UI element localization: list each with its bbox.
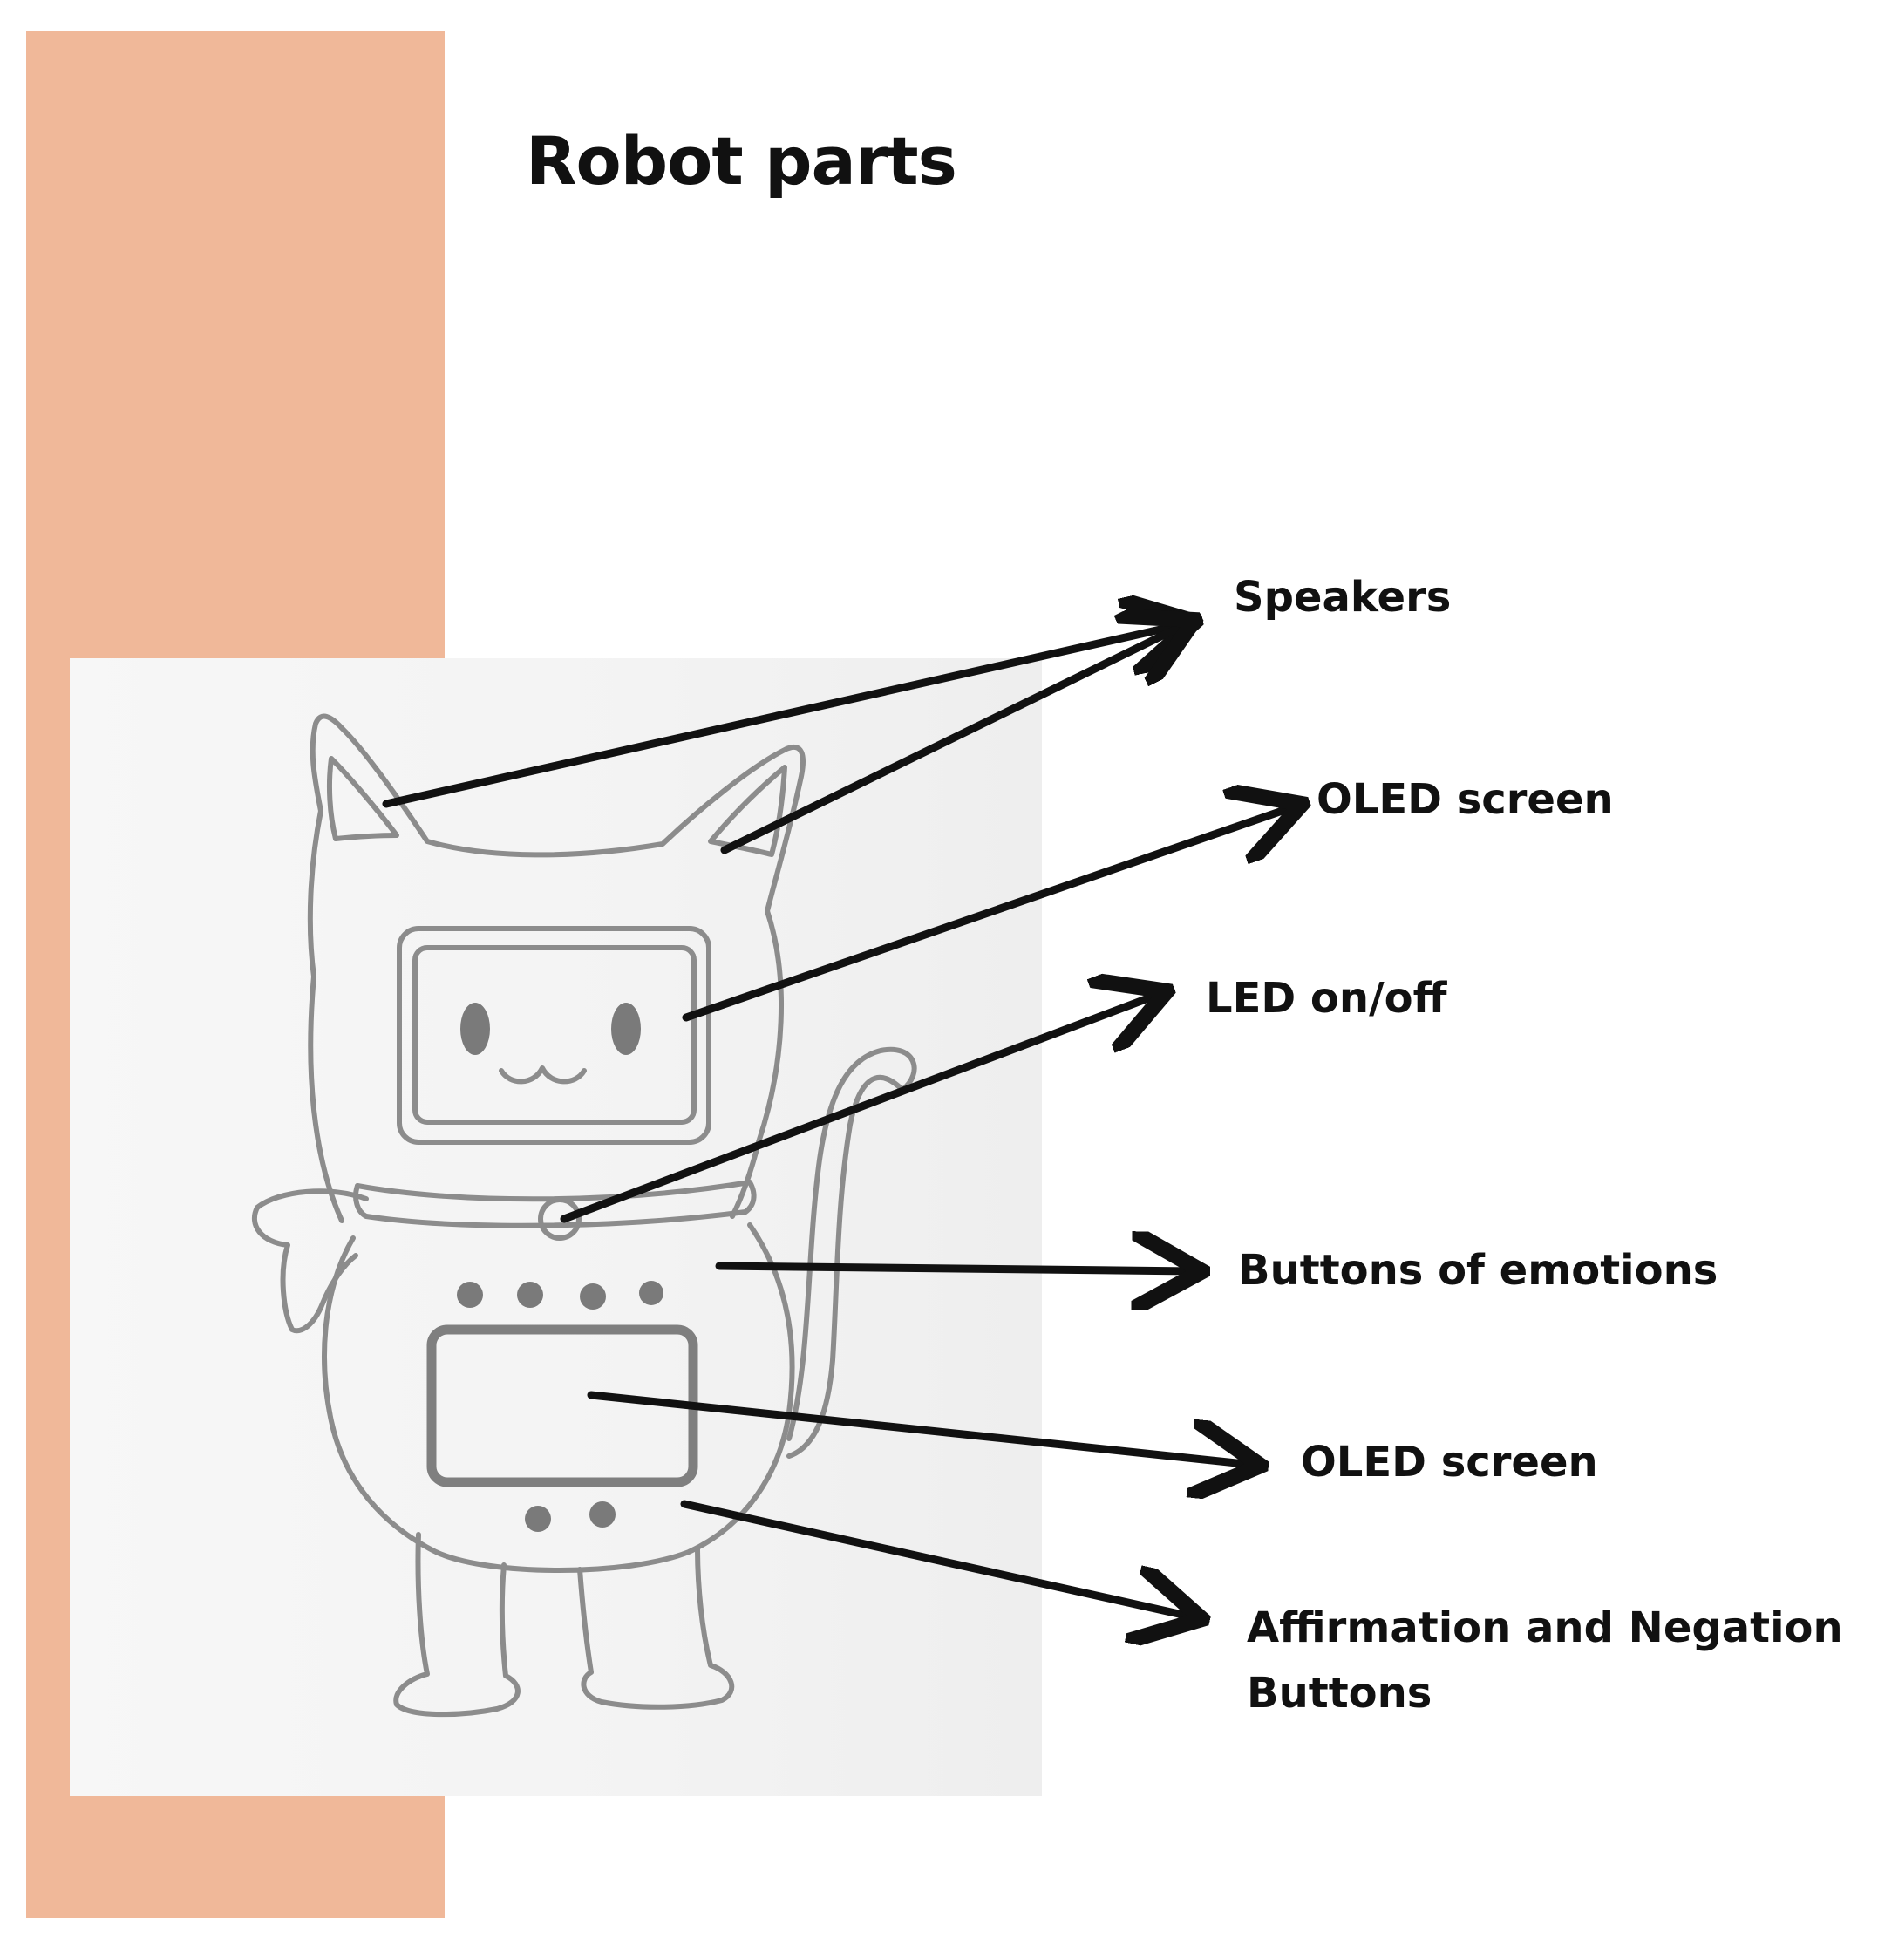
robot-belly-screen: [426, 1324, 698, 1487]
label-speakers: Speakers: [1234, 573, 1452, 622]
robot-eye-right: [611, 1003, 641, 1055]
label-affirmation-line-2: Buttons: [1247, 1669, 1432, 1718]
robot-body: [322, 1222, 795, 1573]
label-affirmation-line-1: Affirmation and Negation: [1247, 1603, 1843, 1652]
robot-face-screen-inner: [412, 945, 697, 1125]
robot-led-button: [538, 1197, 582, 1241]
robot-collar: [355, 1180, 752, 1202]
emotion-button-1: [457, 1282, 483, 1308]
robot-head: [307, 713, 806, 1223]
label-led-on-off: LED on/off: [1206, 974, 1447, 1023]
robot-ear-left-inner: [326, 756, 399, 841]
arrow-speakers-right: [720, 623, 1187, 854]
label-affirmation-negation-buttons: Affirmation and Negation Buttons: [1247, 1596, 1857, 1726]
label-buttons-of-emotions: Buttons of emotions: [1238, 1246, 1718, 1295]
affirmation-button: [525, 1506, 551, 1532]
robot-ear-right-inner: [708, 765, 787, 857]
robot-eye-left: [460, 1003, 490, 1055]
emotion-button-4: [639, 1281, 663, 1305]
robot-scarf-bow: [251, 1188, 369, 1334]
negation-button: [589, 1501, 616, 1528]
diagram-title: Robot parts: [526, 122, 957, 200]
robot-collar-lower: [364, 1209, 748, 1228]
arrow-led: [560, 994, 1160, 1223]
arrow-oled-top: [682, 806, 1295, 1022]
arrow-affirmation: [680, 1500, 1194, 1617]
emotion-button-2: [517, 1282, 543, 1308]
emotion-button-3: [580, 1283, 606, 1310]
robot-mouth: [499, 1065, 587, 1085]
robot-leg-right: [577, 1545, 735, 1710]
arrow-oled-bottom: [587, 1391, 1253, 1465]
label-oled-screen-bottom: OLED screen: [1301, 1438, 1598, 1487]
robot-leg-left: [393, 1532, 521, 1718]
arrow-speakers-left: [382, 623, 1187, 808]
label-oled-screen-top: OLED screen: [1317, 775, 1614, 824]
arrow-buttons-emotions: [715, 1266, 1194, 1271]
robot-face-screen-outer: [397, 926, 711, 1145]
